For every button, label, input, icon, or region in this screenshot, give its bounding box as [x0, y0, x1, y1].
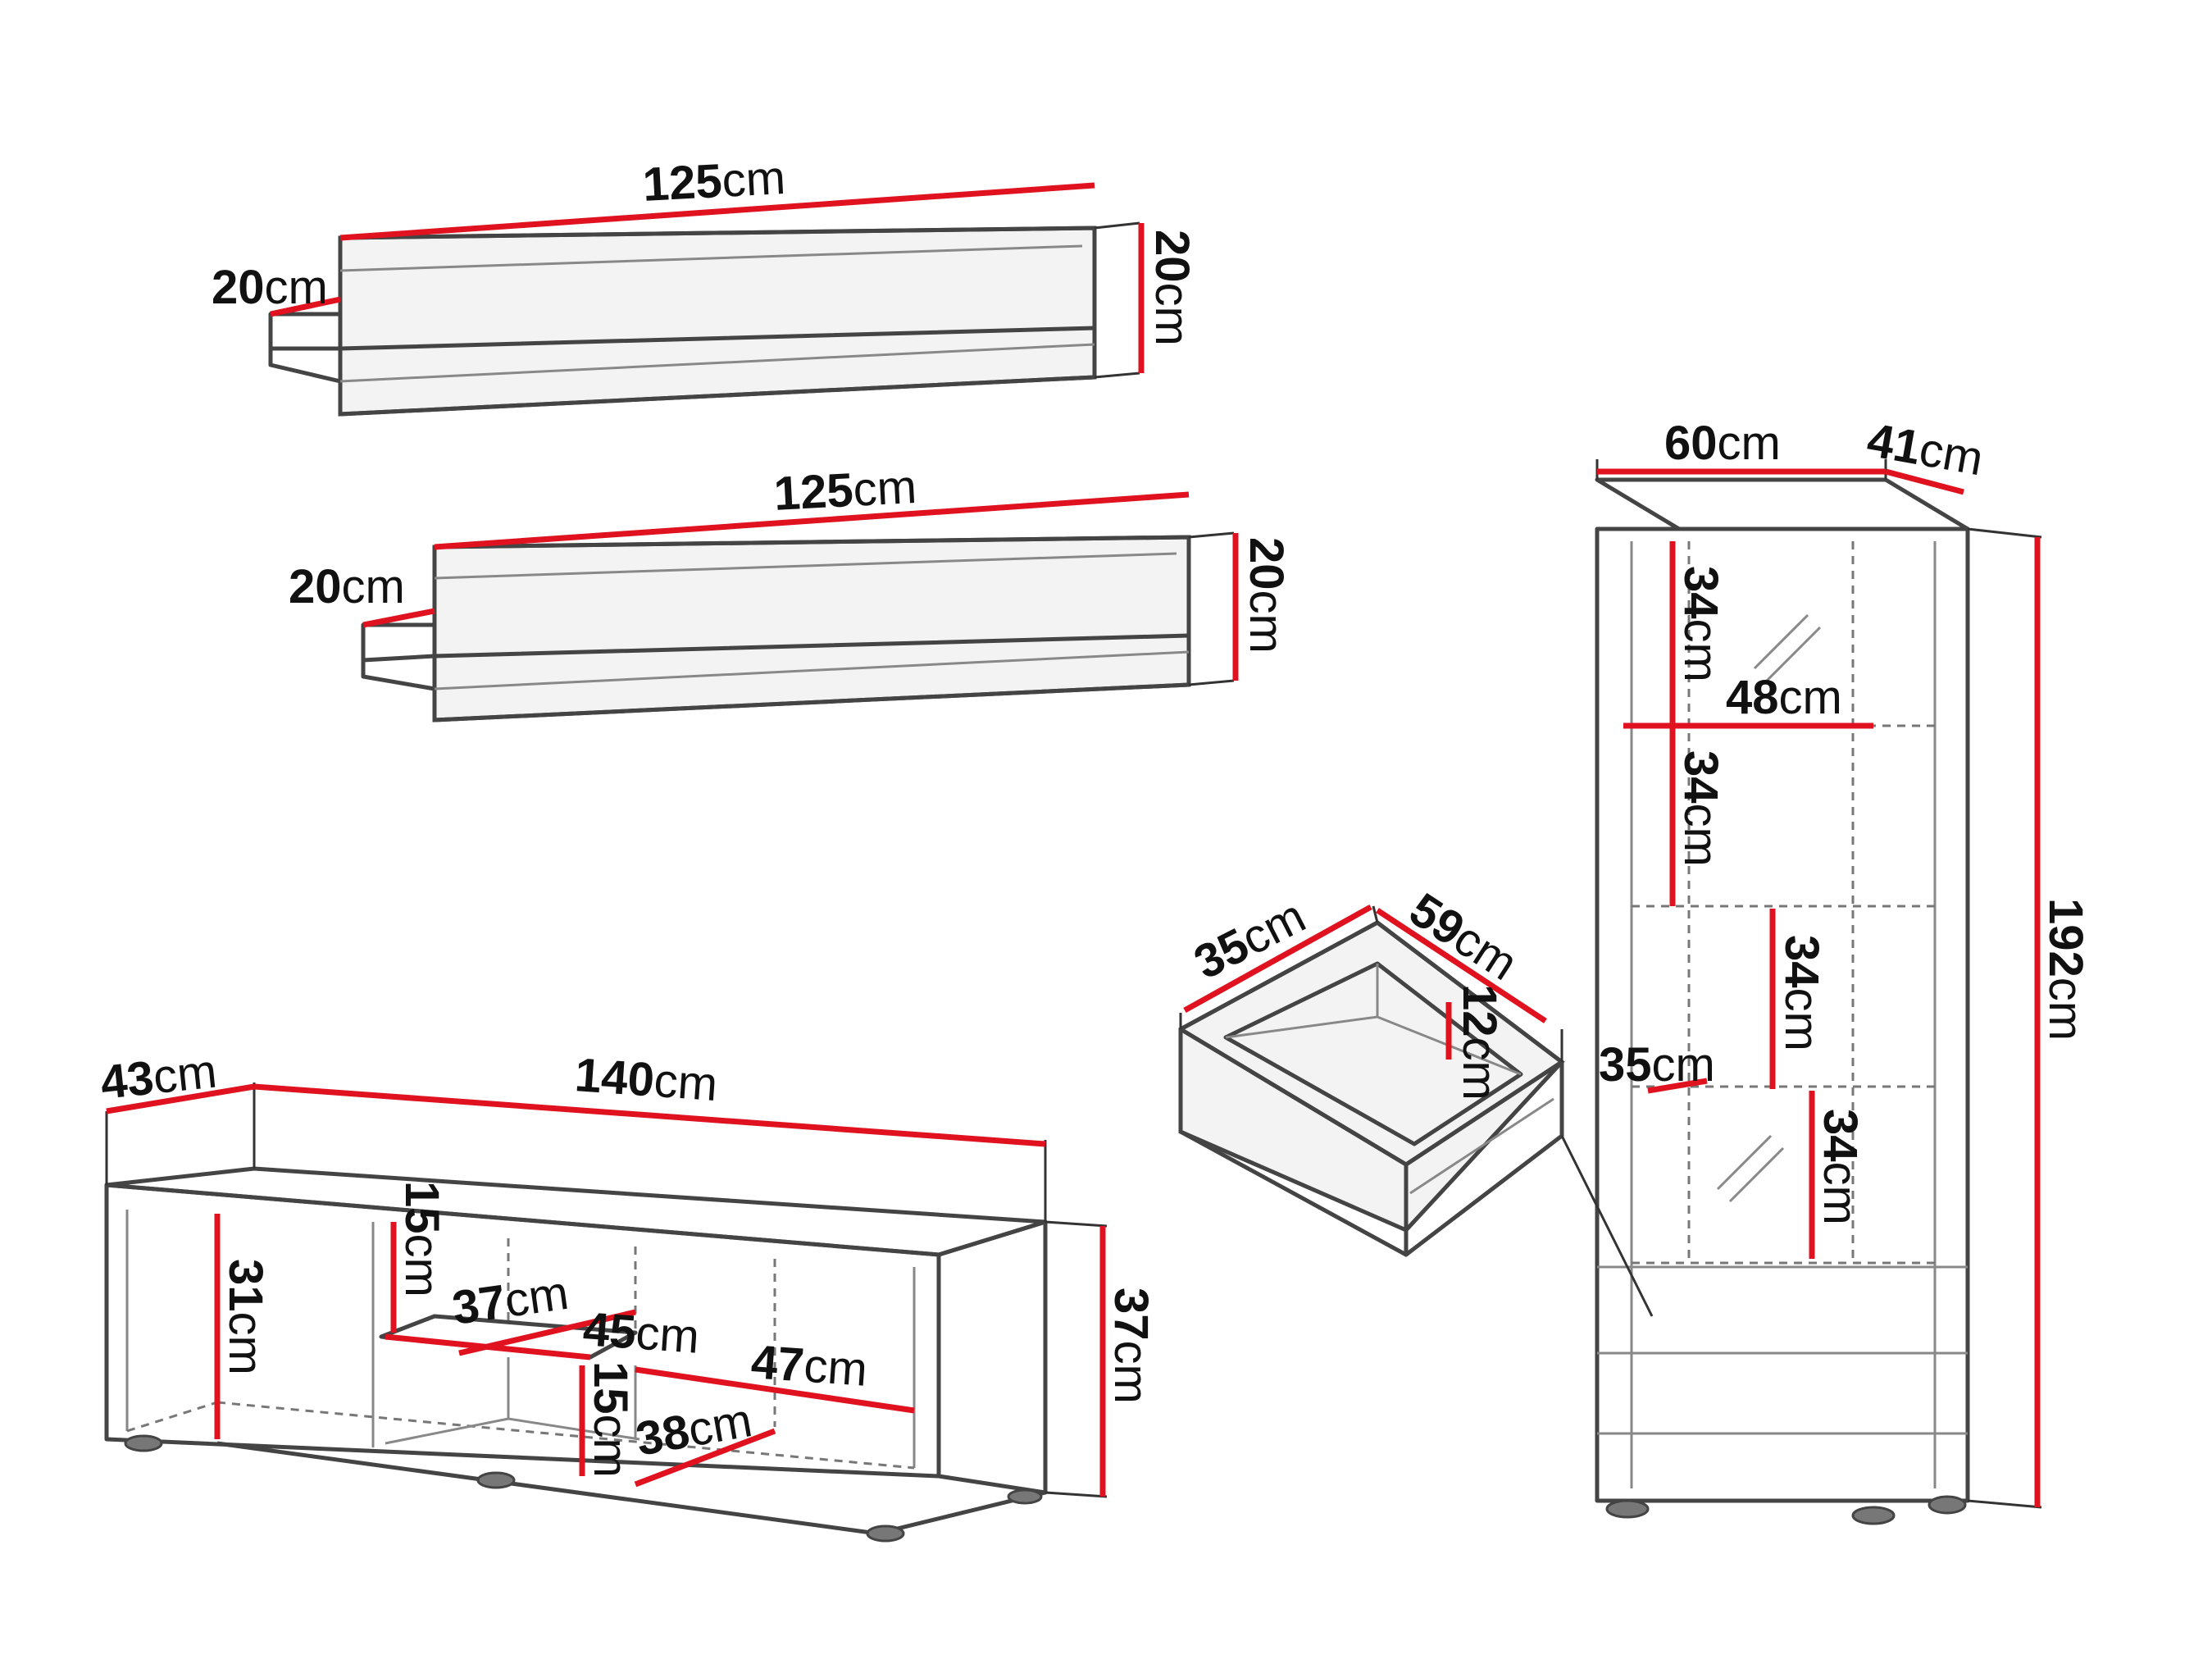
vitrine-cabinet: 60cm 41cm 192cm 48cm 34cm 34cm 34cm 34cm… — [1595, 413, 2092, 1525]
vitrine-width-label: 60cm — [1664, 417, 1781, 470]
shelf-bottom-depth-line — [362, 608, 435, 628]
tv-top-niche-height-label: 15cm — [395, 1181, 448, 1297]
vitrine-compartment-4-label: 34cm — [1814, 1109, 1867, 1225]
wall-shelf-top: 125cm 20cm 20cm — [212, 151, 1199, 417]
shelf-bottom-depth-label: 20cm — [289, 560, 405, 613]
tv-shelf-45-label: 45cm — [581, 1302, 701, 1364]
tv-bottom-38-line — [634, 1428, 776, 1488]
shelf-bottom-width-label: 125cm — [772, 460, 917, 521]
vitrine-compartment-2-label: 34cm — [1674, 750, 1727, 867]
shelf-bottom-width-line — [434, 491, 1190, 550]
tv-shelf-45-line — [458, 1309, 636, 1356]
wall-shelf-bottom: 125cm 20cm 20cm — [289, 460, 1293, 722]
drawer-height-label: 12cm — [1453, 984, 1506, 1101]
tv-height-label: 37cm — [1104, 1288, 1158, 1404]
tv-width-label: 140cm — [573, 1048, 719, 1111]
tv-shelf-47-label: 47cm — [749, 1335, 869, 1397]
drawer: 35cm 59cm 12cm — [1178, 882, 1654, 1317]
tv-bottom-38-label: 38cm — [632, 1393, 756, 1466]
drawer-width-line — [1376, 908, 1547, 1023]
vitrine-inner-width-label: 48cm — [1726, 671, 1842, 724]
vitrine-shelf-depth-line — [1647, 1078, 1708, 1094]
shelf-top-height-label: 20cm — [1145, 230, 1199, 346]
tv-depth-line — [106, 1083, 255, 1114]
shelf-top-width-line — [339, 182, 1095, 241]
vitrine-shelf-depth-label: 35cm — [1599, 1038, 1715, 1092]
shelf-bottom-height-label: 20cm — [1240, 537, 1293, 654]
tv-bottom-niche-height-label: 15cm — [584, 1361, 637, 1478]
vitrine-compartment-1-label: 34cm — [1674, 566, 1727, 682]
tv-stand: 43cm 140cm 37cm 31cm 15cm 37cm 45cm 47cm… — [98, 1044, 1158, 1543]
tv-width-line — [253, 1083, 1046, 1147]
vitrine-height-label: 192cm — [2039, 898, 2092, 1041]
drawer-depth-line — [1183, 904, 1372, 1014]
shelf-top-width-label: 125cm — [641, 151, 786, 212]
tv-depth-label: 43cm — [98, 1044, 220, 1109]
vitrine-depth-line — [1885, 468, 1964, 495]
tv-shelf-37-label: 37cm — [449, 1266, 572, 1335]
tv-shelf-47-line — [635, 1366, 915, 1414]
vitrine-depth-label: 41cm — [1864, 413, 1987, 486]
vitrine-compartment-3-label: 34cm — [1775, 935, 1828, 1051]
shelf-top-depth-label: 20cm — [212, 261, 328, 314]
tv-left-inner-height-label: 31cm — [219, 1259, 272, 1375]
shelf-top-depth-line — [270, 296, 341, 317]
